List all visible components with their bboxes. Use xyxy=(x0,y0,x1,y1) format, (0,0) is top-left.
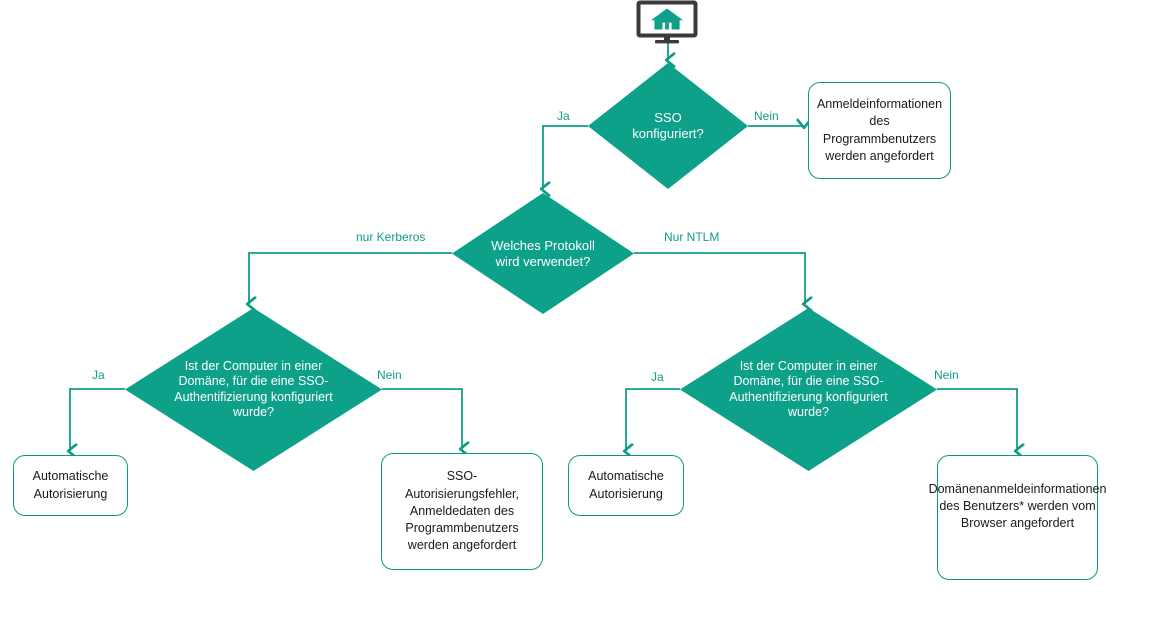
box-automatic-authorization-right-label: Automatische Autorisierung xyxy=(588,469,664,501)
edge-left-ja xyxy=(70,388,125,451)
edge-left-nein xyxy=(382,388,462,449)
box-automatic-authorization-right[interactable]: Automatische Autorisierung xyxy=(568,455,684,516)
box-program-user-credentials[interactable]: Anmeldeinformationen des Programmbenutze… xyxy=(808,82,951,179)
edge-label-left-nein: Nein xyxy=(377,368,402,382)
box-sso-authorization-error[interactable]: SSO-Autorisierungsfehler, Anmeldedaten d… xyxy=(381,453,543,570)
edge-right-ja xyxy=(626,388,680,451)
box-program-user-credentials-label: Anmeldeinformationen des Programmbenutze… xyxy=(816,97,943,163)
edge-protocol-ntlm xyxy=(634,252,805,304)
monitor-home-icon xyxy=(636,0,698,44)
edge-right-nein xyxy=(937,388,1017,451)
edge-label-right-nein: Nein xyxy=(934,368,959,382)
box-domain-credentials-browser-label: Domänenanmeldeinformationen des Benutzer… xyxy=(928,481,1107,531)
decision-sso-configured-label: SSO konfiguriert? xyxy=(632,110,704,141)
decision-which-protocol-label: Welches Protokoll wird verwendet? xyxy=(491,237,595,269)
decision-domain-ntlm-label: Ist der Computer in einer Domäne, für di… xyxy=(729,359,888,419)
edge-protocol-kerberos xyxy=(249,252,452,304)
box-automatic-authorization-left[interactable]: Automatische Autorisierung xyxy=(13,455,128,516)
box-domain-credentials-browser[interactable]: Domänenanmeldeinformationen des Benutzer… xyxy=(929,455,1106,580)
edge-label-sso-ja: Ja xyxy=(557,109,570,123)
decision-domain-kerberos-label: Ist der Computer in einer Domäne, für di… xyxy=(174,359,333,419)
box-automatic-authorization-left-label: Automatische Autorisierung xyxy=(32,469,109,501)
edge-label-nur-ntlm: Nur NTLM xyxy=(664,230,720,244)
edge-label-nur-kerberos: nur Kerberos xyxy=(356,230,426,244)
edge-label-left-ja: Ja xyxy=(92,368,105,382)
edge-label-sso-nein: Nein xyxy=(754,109,779,123)
box-sso-authorization-error-label: SSO-Autorisierungsfehler, Anmeldedaten d… xyxy=(405,469,519,553)
edge-label-right-ja: Ja xyxy=(651,370,664,384)
edge-sso-ja xyxy=(543,125,588,189)
